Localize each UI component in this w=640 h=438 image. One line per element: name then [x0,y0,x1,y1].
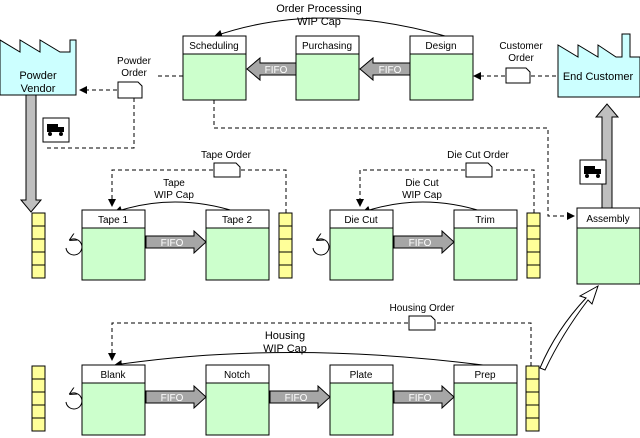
fifo-label: FIFO [379,65,402,76]
diecut-order-to-diecut-arrow [356,169,465,207]
fifo-label: FIFO [161,238,184,249]
fifo-label: FIFO [409,238,432,249]
diecut-cap-label-2: WIP Cap [402,190,442,201]
end-customer-label: End Customer [563,71,634,83]
customer-order-label-1: Customer [499,41,543,52]
tape-cap-arrow [114,201,238,214]
housing-cap-arrow [114,352,484,368]
cycle-arrow-icon-housing [65,393,83,410]
order-processing-cap-label-1: Order Processing [276,3,362,15]
push-arrow-icon-customer-up [594,103,620,209]
tape-cap-label-1: Tape [163,178,185,189]
fifo-arrow-tape1-tape2: FIFO [145,229,207,255]
fifo-label: FIFO [285,393,308,404]
supermarket-icon-powder [31,212,46,279]
housing-order-to-blank-arrow [108,322,408,361]
fifo-label: FIFO [265,65,288,76]
scheduling-to-assembly-info-arrow [213,100,575,220]
truck-icon-left [42,117,70,143]
process-tape-2-label: Tape 2 [222,215,252,226]
diecut-cap-arrow [362,201,485,214]
cycle-arrow-icon-tape [65,239,83,256]
supermarket-icon-housing-input [31,365,46,432]
process-design-label: Design [425,41,456,52]
order-processing-cap-arrow [214,17,446,38]
tape-cap-label-2: WIP Cap [154,190,194,201]
supermarket-icon-tape [278,212,293,279]
process-scheduling-label: Scheduling [189,41,238,52]
tape-supermarket-to-card-line [241,169,287,213]
customer-order-label-2: Order [508,53,534,64]
process-prep-label: Prep [474,370,496,381]
process-notch-label: Notch [224,370,250,381]
process-tape-2: Tape 2 [205,209,270,281]
powder-vendor-factory-icon: Powder Vendor [0,39,77,96]
withdrawal-arrow-icon-housing-assembly [539,284,599,371]
process-plate: Plate [329,364,394,436]
process-scheduling: Scheduling [182,35,247,101]
process-blank-label: Blank [100,370,126,381]
fifo-arrow-design-purchasing: FIFO [359,56,411,82]
process-die-cut: Die Cut [329,209,394,281]
powder-order-to-supermarket-line [46,98,135,149]
tape-order-to-tape1-arrow [108,169,213,207]
housing-cap-label-1: Housing [265,330,305,342]
supermarket-icon-housing-output [525,365,540,432]
fifo-label: FIFO [161,393,184,404]
housing-order-label: Housing Order [389,303,455,314]
powder-vendor-label-1: Powder [19,70,57,82]
powder-order-label-1: Powder [117,56,152,67]
fifo-arrow-notch-plate: FIFO [269,384,331,410]
process-design: Design [409,35,474,101]
process-trim: Trim [453,209,518,281]
supermarket-icon-diecut [526,212,541,279]
diecut-supermarket-to-card-line [493,169,535,213]
housing-supermarket-to-card-line [436,322,532,366]
truck-icon-right [579,159,607,185]
fifo-arrow-plate-prep: FIFO [393,384,455,410]
diecut-order-label: Die Cut Order [447,150,509,161]
process-assembly-label: Assembly [586,214,629,225]
fifo-arrow-purchasing-scheduling: FIFO [246,56,297,82]
fifo-arrow-diecut-trim: FIFO [393,229,455,255]
powder-order-kanban-card-icon [117,81,143,99]
powder-vendor-label-2: Vendor [21,83,56,95]
process-assembly: Assembly [576,207,640,285]
process-notch: Notch [205,364,270,436]
process-prep: Prep [453,364,518,436]
process-plate-label: Plate [350,370,373,381]
diecut-order-kanban-card-icon [465,162,493,178]
housing-order-kanban-card-icon [408,315,436,331]
tape-order-kanban-card-icon [213,162,241,178]
diecut-cap-label-1: Die Cut [405,178,439,189]
fifo-arrow-blank-notch: FIFO [145,384,207,410]
process-trim-label: Trim [475,215,495,226]
tape-order-label: Tape Order [201,150,252,161]
customer-order-kanban-card-icon [505,67,531,84]
process-blank: Blank [81,364,146,436]
process-tape-1: Tape 1 [81,209,146,281]
process-purchasing: Purchasing [295,35,360,101]
cycle-arrow-icon-diecut [312,239,330,256]
process-tape-1-label: Tape 1 [98,215,128,226]
fifo-label: FIFO [409,393,432,404]
end-customer-factory-icon: End Customer [557,33,640,98]
process-purchasing-label: Purchasing [302,41,352,52]
push-arrow-icon-vendor-down [19,94,43,213]
process-die-cut-label: Die Cut [344,215,378,226]
powder-order-label-2: Order [121,68,147,79]
order-processing-cap-label-2: WIP Cap [297,16,341,28]
housing-cap-label-2: WIP Cap [263,343,307,355]
